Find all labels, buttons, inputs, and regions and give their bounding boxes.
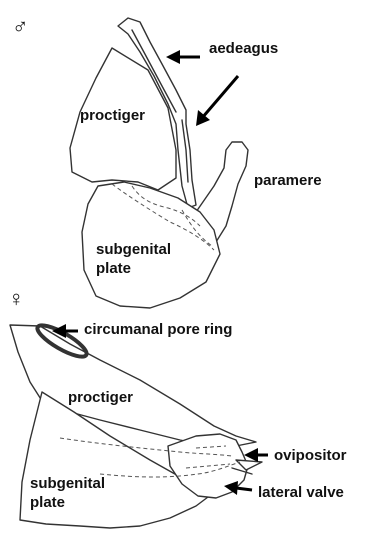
- aedeagus-arrow: [166, 50, 200, 64]
- label-male-subgenital: subgenital: [96, 241, 171, 258]
- label-female-plate: plate: [30, 494, 65, 511]
- label-male-plate: plate: [96, 260, 131, 277]
- female-genitalia: ♀ circumanal pore ring proctiger: [8, 286, 347, 528]
- label-lateral-valve: lateral valve: [258, 484, 344, 501]
- label-female-subgenital: subgenital: [30, 475, 105, 492]
- male-genitalia: ♂ aedeagus proctiger paramere subgenital…: [12, 14, 322, 308]
- label-aedeagus: aedeagus: [209, 40, 278, 57]
- male-symbol: ♂: [12, 14, 29, 39]
- ovipositor-arrow: [244, 448, 268, 462]
- label-male-proctiger: proctiger: [80, 107, 145, 124]
- label-circumanal-pore-ring: circumanal pore ring: [84, 321, 232, 338]
- female-symbol: ♀: [8, 286, 25, 311]
- label-female-proctiger: proctiger: [68, 389, 133, 406]
- label-paramere: paramere: [254, 172, 322, 189]
- aedeagus-arrow-diagonal: [196, 76, 238, 126]
- label-ovipositor: ovipositor: [274, 447, 347, 464]
